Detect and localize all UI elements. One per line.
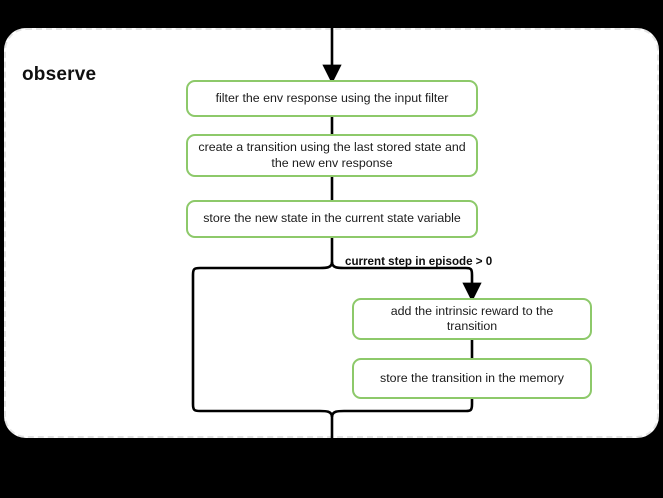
panel-title: observe bbox=[22, 64, 97, 85]
node-label: filter the env response using the input … bbox=[215, 90, 449, 105]
node-create-transition[interactable]: create a transition using the last store… bbox=[186, 134, 478, 177]
node-add-intrinsic-reward[interactable]: add the intrinsic reward to the transiti… bbox=[352, 298, 592, 340]
node-store-transition-memory[interactable]: store the transition in the memory bbox=[352, 358, 592, 399]
node-label: store the transition in the memory bbox=[380, 370, 564, 385]
node-label: store the new state in the current state… bbox=[203, 211, 461, 226]
node-label: add the intrinsic reward to the transiti… bbox=[390, 303, 554, 333]
edge-label-condition: current step in episode > 0 bbox=[345, 255, 493, 268]
node-store-new-state[interactable]: store the new state in the current state… bbox=[186, 200, 478, 238]
node-filter-env-response[interactable]: filter the env response using the input … bbox=[186, 80, 478, 117]
node-label: create a transition using the last store… bbox=[198, 140, 466, 170]
